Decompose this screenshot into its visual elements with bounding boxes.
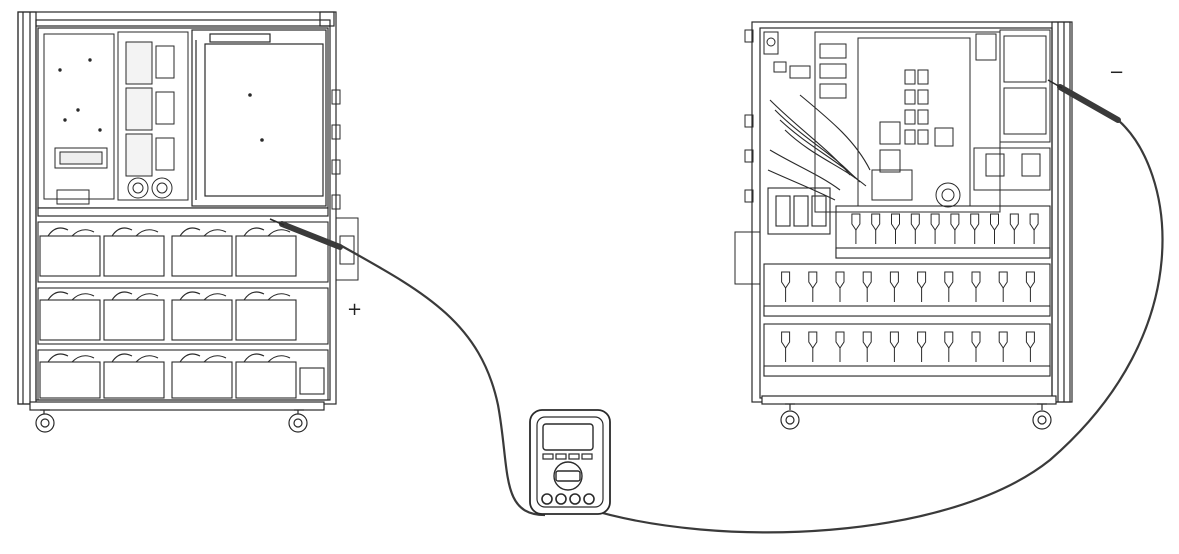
battery-terminal <box>781 331 791 349</box>
battery-terminal <box>950 213 960 231</box>
left-cabinet-breakers <box>117 31 189 201</box>
battery-terminal <box>971 271 981 289</box>
left-cabinet-casters <box>35 409 308 433</box>
multimeter-jack <box>555 493 567 505</box>
left-cabinet-main-panel <box>191 29 327 207</box>
battery-terminal <box>917 331 927 349</box>
negative-lead <box>584 119 1164 534</box>
multimeter-jack <box>541 493 553 505</box>
battery-terminal <box>871 213 881 231</box>
battery-terminal <box>889 331 899 349</box>
negative-polarity-label: − <box>1109 62 1125 83</box>
battery-terminal <box>971 331 981 349</box>
right-cabinet-hinges <box>734 29 761 285</box>
multimeter-display <box>542 423 594 451</box>
battery-terminal <box>910 213 920 231</box>
negative-probe <box>1057 84 1121 123</box>
battery-terminal <box>1025 271 1035 289</box>
multimeter-jack <box>583 493 595 505</box>
battery-terminal <box>944 331 954 349</box>
battery-terminal <box>835 271 845 289</box>
left-cabinet <box>17 11 359 433</box>
right-cabinet-casters <box>780 403 1052 430</box>
battery-terminal <box>862 331 872 349</box>
battery-terminal <box>781 271 791 289</box>
left-cabinet-latches <box>331 89 359 281</box>
right-cabinet-upper-left <box>763 31 811 79</box>
battery-terminal <box>835 331 845 349</box>
battery-terminal <box>944 271 954 289</box>
battery-terminal <box>930 213 940 231</box>
battery-terminal <box>1025 331 1035 349</box>
positive-lead <box>339 244 546 517</box>
test-leads <box>269 79 1164 534</box>
right-cabinet-batteries <box>763 205 1051 377</box>
right-cabinet-terminals <box>781 213 1039 362</box>
right-cabinet-cables <box>767 94 871 235</box>
battery-terminal <box>862 271 872 289</box>
left-cabinet-upper-panel <box>43 33 115 205</box>
right-cabinet-breakers <box>973 29 1051 191</box>
battery-terminal <box>998 331 1008 349</box>
battery-terminal <box>990 213 999 231</box>
battery-terminal <box>1029 213 1039 231</box>
battery-terminal <box>1009 213 1019 231</box>
battery-terminal <box>889 271 899 289</box>
right-cabinet <box>734 21 1073 430</box>
battery-terminal <box>998 271 1008 289</box>
left-cabinet-batteries <box>37 221 329 401</box>
multimeter-dial <box>553 461 583 491</box>
positive-polarity-label: + <box>347 299 363 320</box>
battery-terminal <box>891 213 900 231</box>
multimeter <box>529 409 611 515</box>
positive-probe <box>279 221 343 250</box>
multimeter-jack <box>569 493 581 505</box>
battery-terminal <box>970 213 980 231</box>
battery-terminal <box>917 271 927 289</box>
multimeter-jacks <box>541 493 595 505</box>
battery-terminal <box>851 213 861 231</box>
battery-terminal <box>808 271 818 289</box>
battery-terminal <box>808 331 818 349</box>
